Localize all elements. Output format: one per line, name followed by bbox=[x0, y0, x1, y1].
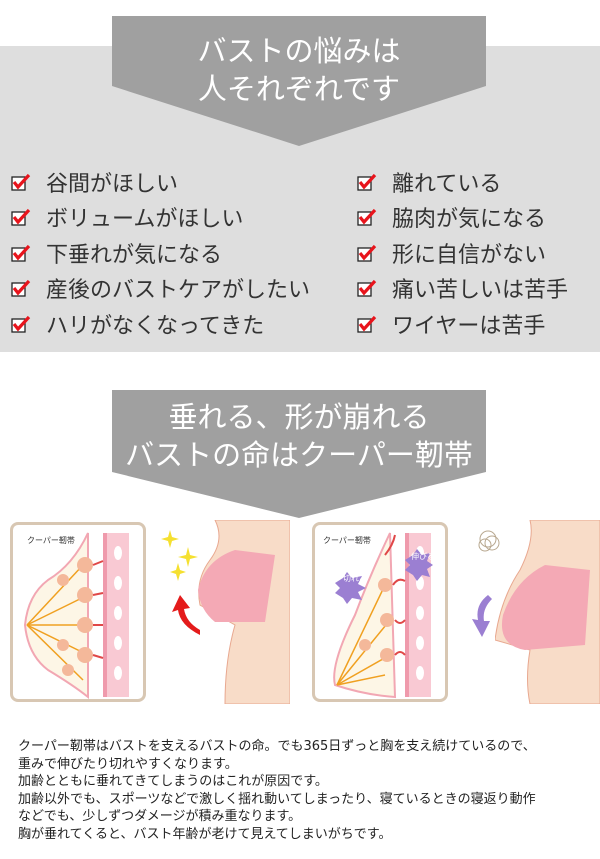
checkbox-checked-icon bbox=[356, 276, 380, 300]
banner-arrow-shape bbox=[112, 16, 486, 146]
worry-item: 脇肉が気になる bbox=[356, 200, 568, 236]
worries-list-left: 谷間がほしい ボリュームがほしい 下垂れが気になる 産後のバストケアがしたい ハ… bbox=[10, 164, 310, 342]
checkbox-checked-icon bbox=[356, 170, 380, 194]
burst-stretch-label: 伸びる bbox=[411, 552, 435, 561]
worry-item: 形に自信がない bbox=[356, 235, 568, 271]
checkbox-checked-icon bbox=[10, 276, 34, 300]
worry-text: 脇肉が気になる bbox=[392, 207, 547, 233]
paragraph-line: クーパー靭帯はバストを支えるバストの命。でも365日ずっと胸を支え続けているので… bbox=[18, 739, 536, 754]
banner-arrow-shape bbox=[112, 390, 486, 518]
header-banner-cooper: 垂れる、形が崩れるバストの命はクーパー靭帯 bbox=[112, 390, 486, 520]
checkbox-checked-icon bbox=[356, 312, 380, 336]
header-banner-worries: バストの悩みは人それぞれです bbox=[112, 16, 486, 146]
paragraph-line: 加齢とともに垂れてきてしまうのはこれが原因です。 bbox=[18, 774, 328, 789]
burst-cut-label: 切れる bbox=[343, 574, 367, 583]
sparkle-icon bbox=[161, 530, 198, 581]
worry-scribble-and-down-arrow bbox=[472, 530, 500, 637]
worry-item: 谷間がほしい bbox=[10, 164, 310, 200]
worry-text: 形に自信がない bbox=[392, 242, 547, 268]
checkbox-checked-icon bbox=[356, 205, 380, 229]
worry-text: 産後のバストケアがしたい bbox=[46, 278, 311, 304]
healthy-breast-cross-section bbox=[23, 532, 129, 699]
worry-text: ワイヤーは苦手 bbox=[392, 313, 546, 339]
cooper-ligament-label: クーパー靭帯 bbox=[323, 536, 371, 545]
sagging-breast-cross-section bbox=[333, 532, 433, 699]
cooper-ligament-label: クーパー靭帯 bbox=[27, 536, 75, 545]
sparkle-and-up-arrow bbox=[161, 530, 200, 635]
healthy-bust-silhouette bbox=[198, 520, 290, 704]
paragraph-line: 加齢以外でも、スポーツなどで激しく揺れ動いてしまったり、寝ているときの寝返り動作 bbox=[18, 791, 536, 807]
banner-line-1: バストの悩みは bbox=[197, 34, 401, 68]
worry-item: 下垂れが気になる bbox=[10, 235, 310, 271]
worry-item: ワイヤーは苦手 bbox=[356, 306, 568, 342]
banner-line-2: 人それぞれです bbox=[197, 72, 401, 106]
burst-cut-shape bbox=[335, 572, 366, 604]
up-arrow-icon bbox=[172, 595, 200, 635]
checkbox-checked-icon bbox=[10, 312, 34, 336]
worry-item: ハリがなくなってきた bbox=[10, 306, 310, 342]
banner-line-2: バストの命はクーパー靭帯 bbox=[125, 438, 473, 472]
paragraph-line: などでも、少しずつダメージが積み重なります。 bbox=[18, 809, 302, 824]
worry-text: ハリがなくなってきた bbox=[46, 313, 265, 339]
damaged-ligament-panel: クーパー靭帯 切れる 伸びる bbox=[312, 522, 448, 702]
worry-text: 下垂れが気になる bbox=[46, 242, 223, 268]
burst-stretch-shape bbox=[405, 549, 433, 581]
worry-item: ボリュームがほしい bbox=[10, 200, 310, 236]
banner-title: バストの悩みは人それぞれです bbox=[112, 32, 486, 108]
down-arrow-icon bbox=[472, 595, 492, 637]
worries-list-right: 離れている 脇肉が気になる 形に自信がない 痛い苦しいは苦手 ワイヤーは苦手 bbox=[356, 164, 568, 342]
checkbox-checked-icon bbox=[356, 241, 380, 265]
paragraph-line: 重みで伸びたり切れやすくなります。 bbox=[18, 756, 238, 772]
cooper-ligament-description: クーパー靭帯はバストを支えるバストの命。でも365日ずっと胸を支え続けているので… bbox=[18, 738, 536, 843]
healthy-ligament-panel: クーパー靭帯 bbox=[10, 522, 146, 702]
worry-item: 痛い苦しいは苦手 bbox=[356, 271, 568, 307]
worry-text: 痛い苦しいは苦手 bbox=[392, 278, 569, 304]
worry-item: 産後のバストケアがしたい bbox=[10, 271, 310, 307]
worry-text: 離れている bbox=[392, 171, 502, 197]
worry-text: ボリュームがほしい bbox=[46, 207, 244, 233]
paragraph-line: 胸が垂れてくると、バスト年齢が老けて見えてしまいがちです。 bbox=[18, 826, 392, 842]
checkbox-checked-icon bbox=[10, 241, 34, 265]
worry-text: 谷間がほしい bbox=[46, 171, 179, 197]
sagging-bust-silhouette bbox=[495, 520, 600, 704]
checkbox-checked-icon bbox=[10, 170, 34, 194]
scribble-icon bbox=[478, 530, 500, 552]
worry-item: 離れている bbox=[356, 164, 568, 200]
banner-title: 垂れる、形が崩れるバストの命はクーパー靭帯 bbox=[112, 398, 486, 474]
checkbox-checked-icon bbox=[10, 205, 34, 229]
banner-line-1: 垂れる、形が崩れる bbox=[168, 400, 430, 434]
